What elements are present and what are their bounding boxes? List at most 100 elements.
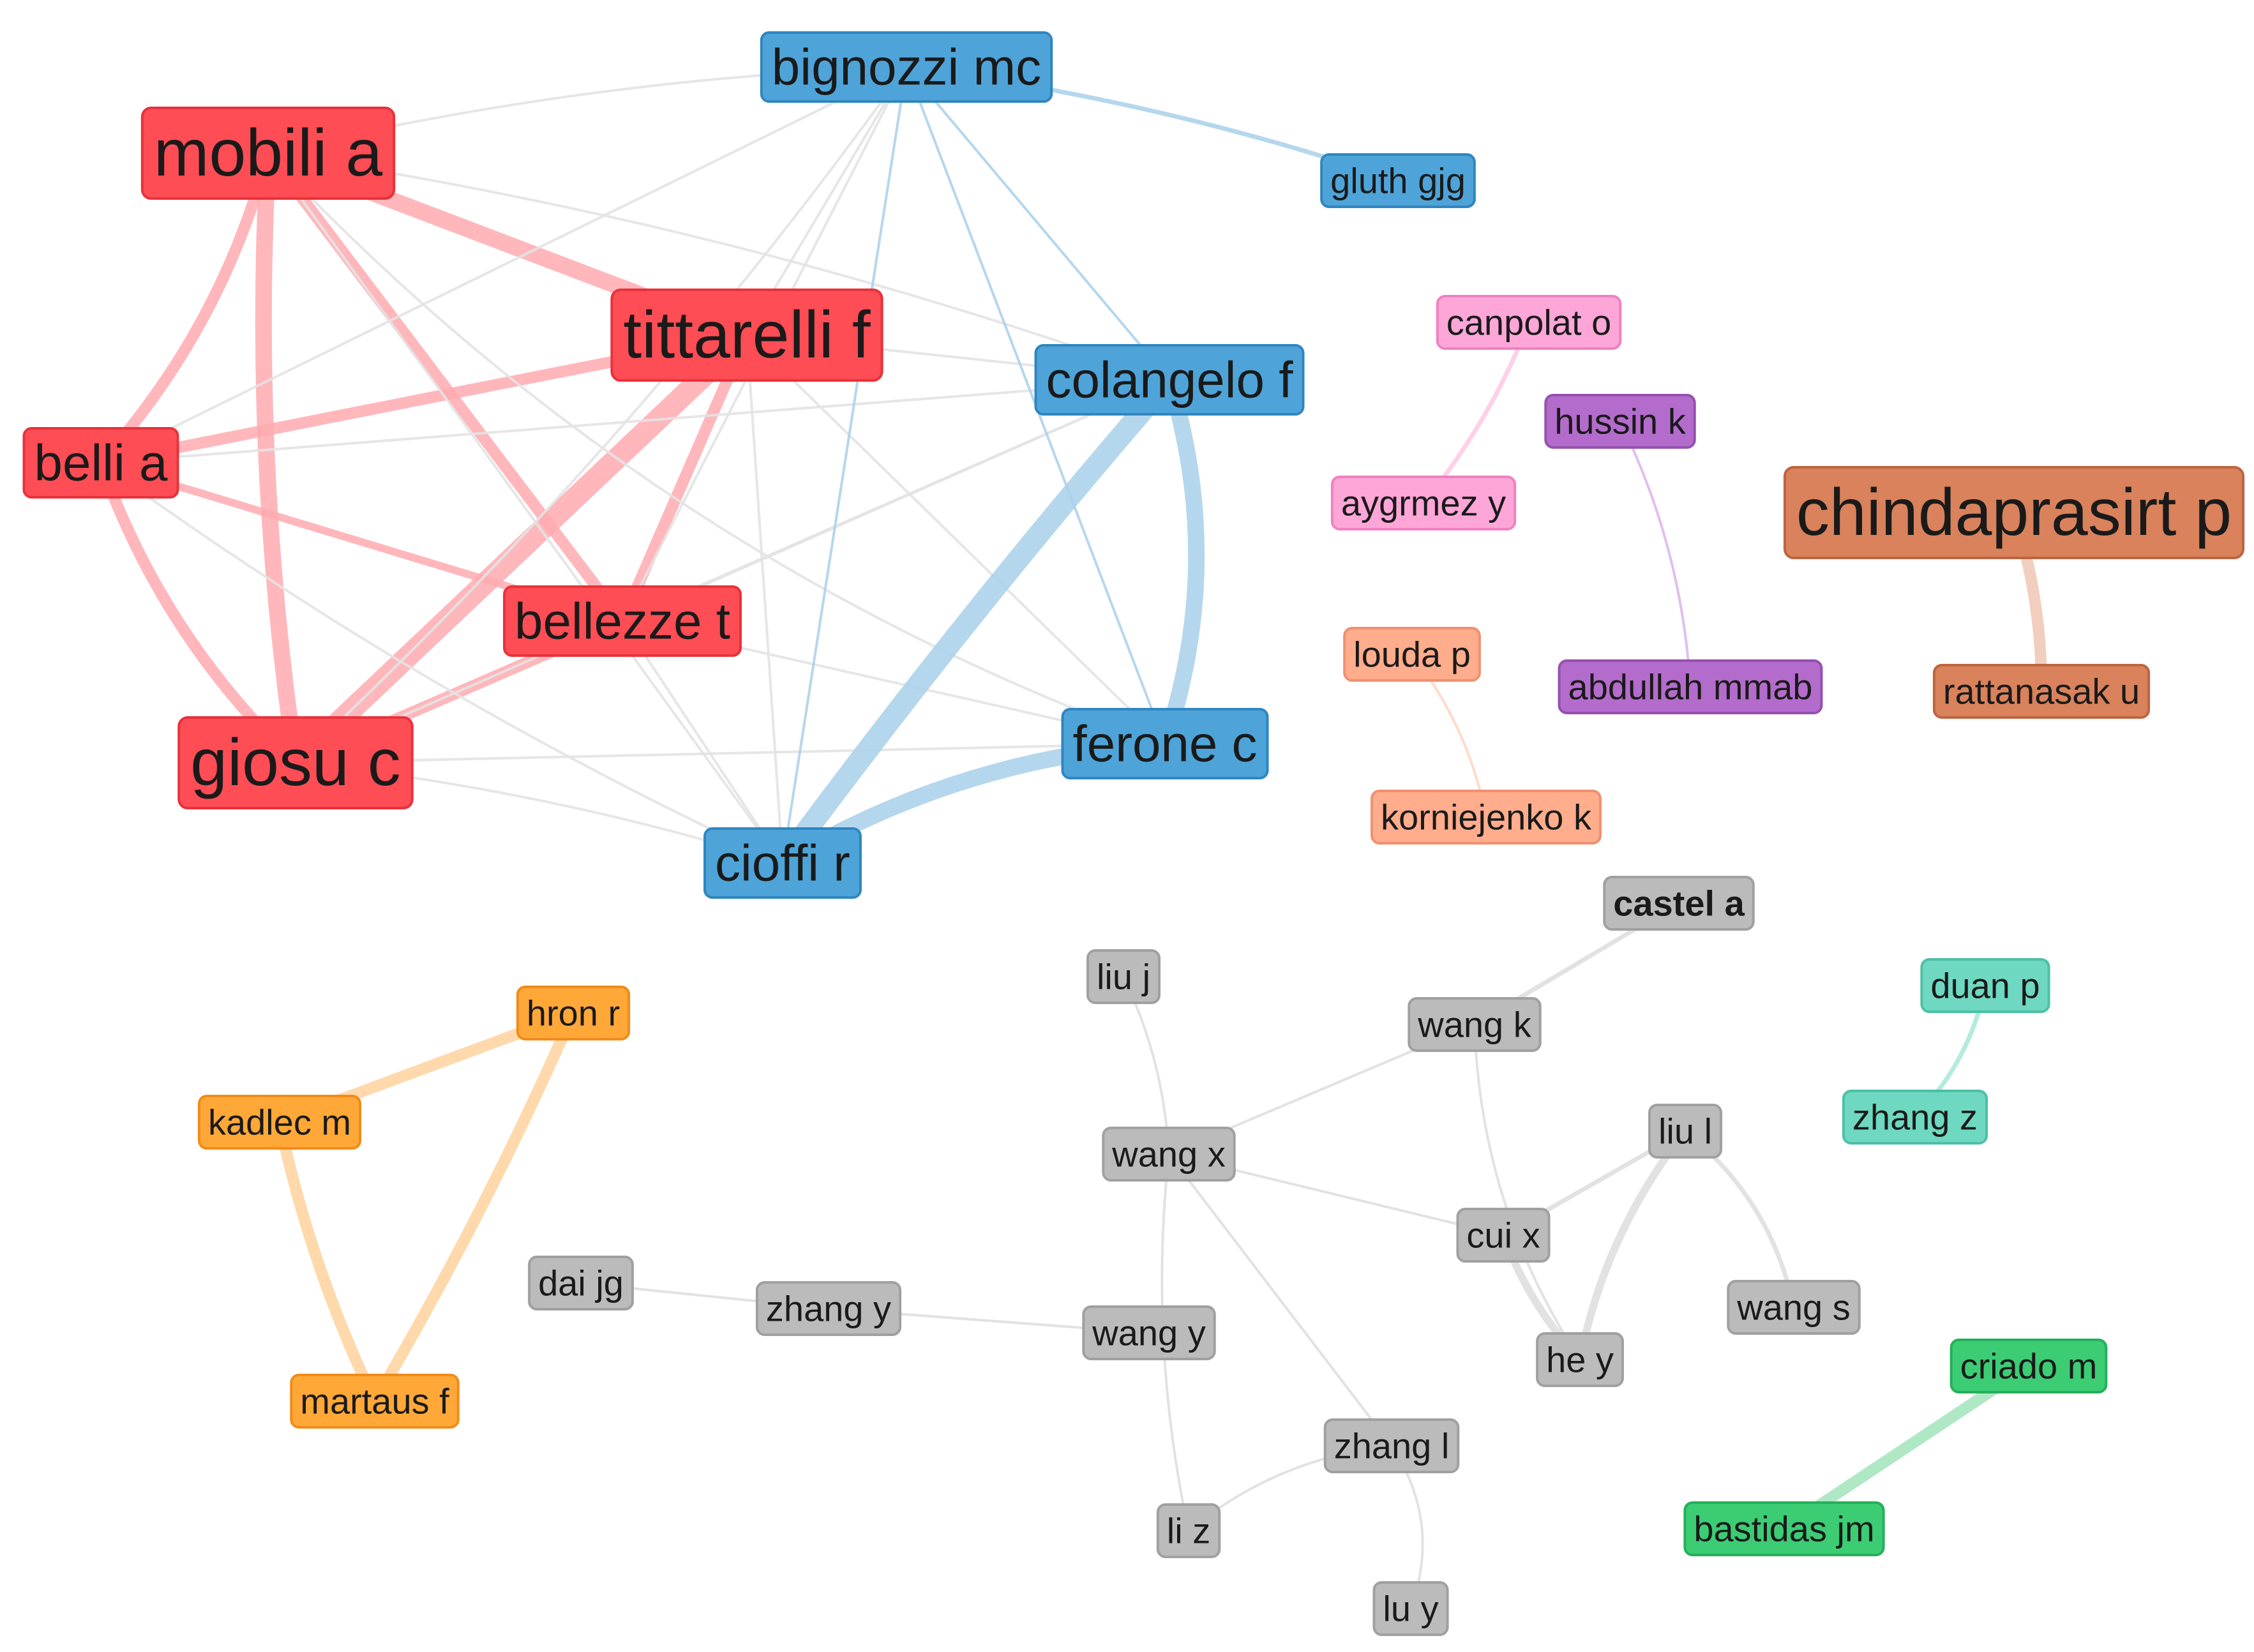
node-label-zhangz: zhang z [1852,1097,1978,1138]
node-label-abdullah: abdullah mmab [1568,667,1813,707]
node-box-hussin [1544,394,1696,449]
node-box-kadlec [197,1095,362,1150]
edge-giosu-bignozzi [294,66,908,764]
edge-wangx-zhangl [1168,1153,1393,1447]
node-hron[interactable]: hron r [516,986,631,1040]
edge-mobili-bellezze [262,147,628,627]
edge-belli-colangelo [100,379,1171,464]
node-box-luy [1372,1581,1449,1636]
node-louda[interactable]: louda p [1343,627,1481,682]
node-ferone[interactable]: ferone c [1061,708,1269,779]
edge-colangelo-ferone [1157,372,1205,752]
node-zhangl[interactable]: zhang l [1323,1418,1460,1473]
node-castel[interactable]: castel a [1603,876,1755,931]
node-box-liuj [1086,949,1161,1004]
node-box-gluth [1320,153,1476,208]
edge-mobili-cioffi [267,152,784,864]
node-label-bastidas: bastidas jm [1694,1509,1874,1549]
node-box-liz [1156,1503,1221,1558]
node-box-cioffi [703,827,862,899]
node-box-canpolat [1436,295,1622,350]
node-tittarelli[interactable]: tittarelli f [610,289,883,382]
node-liuj[interactable]: liu j [1086,949,1161,1004]
node-criado[interactable]: criado m [1950,1339,2108,1393]
node-box-wangk [1408,997,1542,1052]
node-duan[interactable]: duan p [1920,958,2050,1013]
node-label-duan: duan p [1930,966,2040,1006]
node-korniejenko[interactable]: korniejenko k [1371,790,1602,845]
node-rattanasak[interactable]: rattanasak u [1932,664,2151,719]
node-kadlec[interactable]: kadlec m [197,1095,362,1150]
node-label-cuix: cui x [1466,1215,1540,1256]
node-wangk[interactable]: wang k [1408,997,1542,1052]
node-box-wangx [1102,1127,1236,1182]
node-bignozzi[interactable]: bignozzi mc [760,31,1053,103]
node-hussin[interactable]: hussin k [1544,394,1696,449]
edge-bellezze-cioffi [621,620,784,864]
node-aygrmez[interactable]: aygrmez y [1330,476,1517,530]
node-liul[interactable]: liu l [1648,1104,1723,1159]
node-cuix[interactable]: cui x [1456,1208,1551,1263]
node-label-castel: castel a [1613,883,1745,924]
node-label-bignozzi: bignozzi mc [772,39,1041,96]
node-box-castel [1603,876,1755,931]
node-label-hey: he y [1546,1340,1614,1380]
node-box-hey [1536,1332,1624,1387]
node-martaus[interactable]: martaus f [290,1374,460,1429]
node-daijg[interactable]: dai jg [528,1256,634,1310]
node-label-daijg: dai jg [538,1263,624,1303]
node-cioffi[interactable]: cioffi r [703,827,862,899]
node-wangs[interactable]: wang s [1727,1280,1861,1335]
node-label-hussin: hussin k [1554,402,1686,442]
node-box-hron [516,986,631,1040]
node-label-wangs: wang s [1736,1288,1850,1328]
node-label-liuj: liu j [1097,957,1150,997]
node-box-wangy [1082,1305,1216,1360]
node-label-belli: belli a [34,435,168,492]
node-wangy[interactable]: wang y [1082,1305,1216,1360]
node-box-mobili [140,107,396,200]
node-box-chindaprasirt [1783,466,2245,559]
node-box-duan [1920,958,2050,1013]
node-label-wangy: wang y [1092,1313,1205,1353]
node-box-liul [1648,1104,1723,1159]
node-wangx[interactable]: wang x [1102,1127,1236,1182]
node-label-colangelo: colangelo f [1046,352,1294,409]
node-gluth[interactable]: gluth gjg [1320,153,1476,208]
edge-hron-martaus [369,1007,579,1407]
node-zhangz[interactable]: zhang z [1842,1090,1988,1145]
node-chindaprasirt[interactable]: chindaprasirt p [1783,466,2245,559]
node-hey[interactable]: he y [1536,1332,1624,1387]
node-belli[interactable]: belli a [22,427,179,499]
edge-bignozzi-cioffi [781,66,908,864]
node-box-zhangl [1323,1418,1460,1473]
node-zhangy[interactable]: zhang y [755,1281,902,1336]
node-canpolat[interactable]: canpolat o [1436,295,1622,350]
edge-kadlec-martaus [274,1116,380,1407]
node-bellezze[interactable]: bellezze t [503,585,742,657]
node-label-bellezze: bellezze t [515,593,730,650]
edge-belli-cioffi [100,462,784,864]
node-label-canpolat: canpolat o [1446,303,1611,343]
node-box-ferone [1061,708,1269,779]
node-bastidas[interactable]: bastidas jm [1683,1501,1885,1556]
node-label-aygrmez: aygrmez y [1341,483,1506,523]
node-box-zhangz [1842,1090,1988,1145]
node-label-wangk: wang k [1417,1005,1531,1045]
node-giosu[interactable]: giosu c [177,716,414,809]
node-label-tittarelli: tittarelli f [623,298,871,372]
node-box-aygrmez [1330,476,1517,530]
node-mobili[interactable]: mobili a [140,107,396,200]
node-liz[interactable]: li z [1156,1503,1221,1558]
node-box-martaus [290,1374,460,1429]
node-luy[interactable]: lu y [1372,1581,1449,1636]
edge-giosu-ferone [294,742,1166,764]
node-colangelo[interactable]: colangelo f [1034,344,1305,416]
edge-bignozzi-colangelo [905,66,1171,381]
node-abdullah[interactable]: abdullah mmab [1558,659,1823,714]
node-label-giosu: giosu c [190,726,401,800]
node-box-bellezze [503,585,742,657]
node-box-daijg [528,1256,634,1310]
edge-mobili-ferone [267,152,1166,745]
